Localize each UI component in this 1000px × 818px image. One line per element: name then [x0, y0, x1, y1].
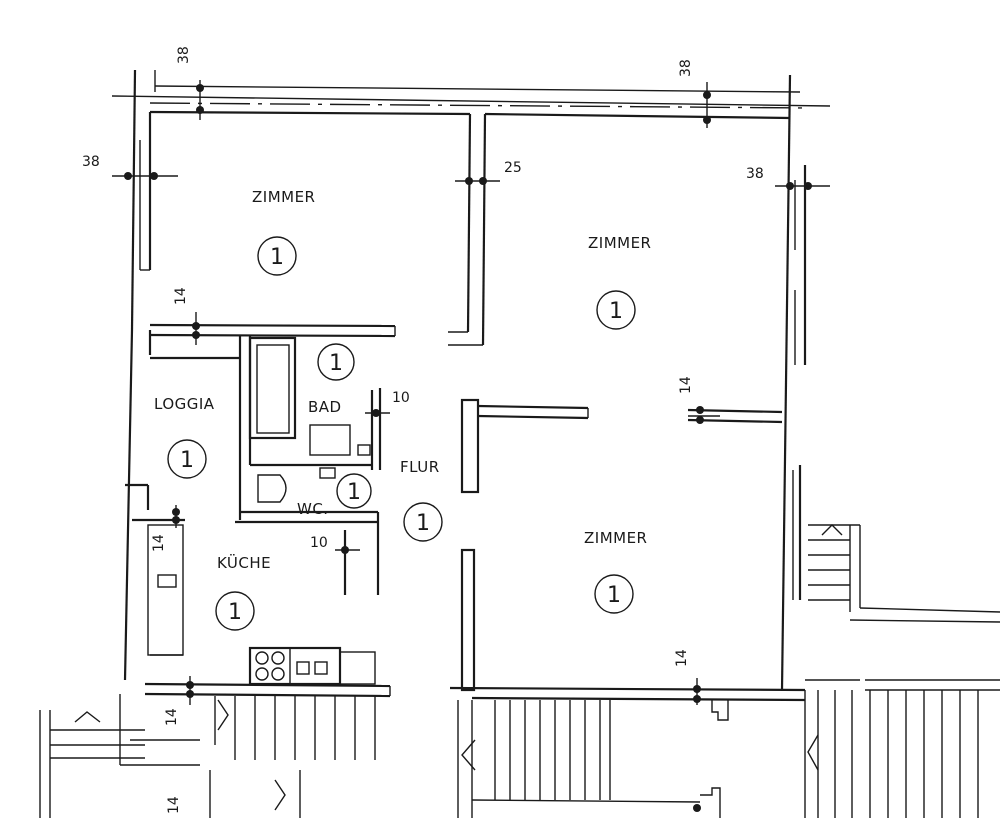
room-zimmer-top-right: ZIMMER 1: [588, 234, 651, 330]
room-name: ZIMMER: [252, 188, 315, 206]
interior-walls: [125, 113, 860, 721]
dim-zimmer-bottom-wall: 14: [674, 649, 690, 667]
room-badge: 1: [609, 299, 623, 324]
dim-kitchen-wall: 14: [151, 534, 167, 552]
dim-bad-wall: 10: [392, 390, 410, 406]
room-zimmer-top-left: ZIMMER 1: [252, 188, 315, 276]
room-badge: 1: [329, 351, 343, 376]
stairs: [39, 524, 1000, 818]
dim-loggia-wall: 14: [173, 287, 189, 305]
dim-top-left: 38: [176, 46, 192, 64]
room-flur: FLUR 1: [400, 458, 443, 542]
dimension-marks: [112, 80, 830, 812]
room-bad: 1 BAD: [308, 343, 355, 416]
room-badge: 1: [347, 480, 361, 505]
room-name: LOGGIA: [154, 395, 215, 413]
outer-walls: [111, 69, 831, 691]
dim-right: 38: [746, 166, 764, 182]
room-name: FLUR: [400, 458, 440, 476]
dim-wc-wall: 10: [310, 535, 328, 551]
room-badge: 1: [180, 448, 194, 473]
room-kueche: KÜCHE 1: [215, 553, 271, 631]
dim-bottom-left: 14: [166, 796, 182, 814]
room-wc: 1 WC.: [297, 473, 372, 518]
dim-partition-top: 25: [504, 160, 522, 176]
room-badge: 1: [270, 245, 284, 270]
room-zimmer-bottom: ZIMMER 1: [584, 529, 647, 614]
room-badge: 1: [228, 600, 242, 625]
dim-kitchen-bottom: 14: [164, 708, 180, 726]
dim-left: 38: [82, 154, 100, 170]
room-name: ZIMMER: [584, 529, 647, 547]
room-badge: 1: [416, 511, 430, 536]
room-name: WC.: [297, 500, 329, 518]
room-name: BAD: [308, 398, 342, 416]
dim-top-right: 38: [678, 59, 694, 77]
room-name: KÜCHE: [217, 553, 271, 572]
room-name: ZIMMER: [588, 234, 651, 252]
dim-corridor-wall: 14: [678, 376, 694, 394]
room-loggia: LOGGIA 1: [154, 395, 215, 479]
room-badge: 1: [607, 583, 621, 608]
